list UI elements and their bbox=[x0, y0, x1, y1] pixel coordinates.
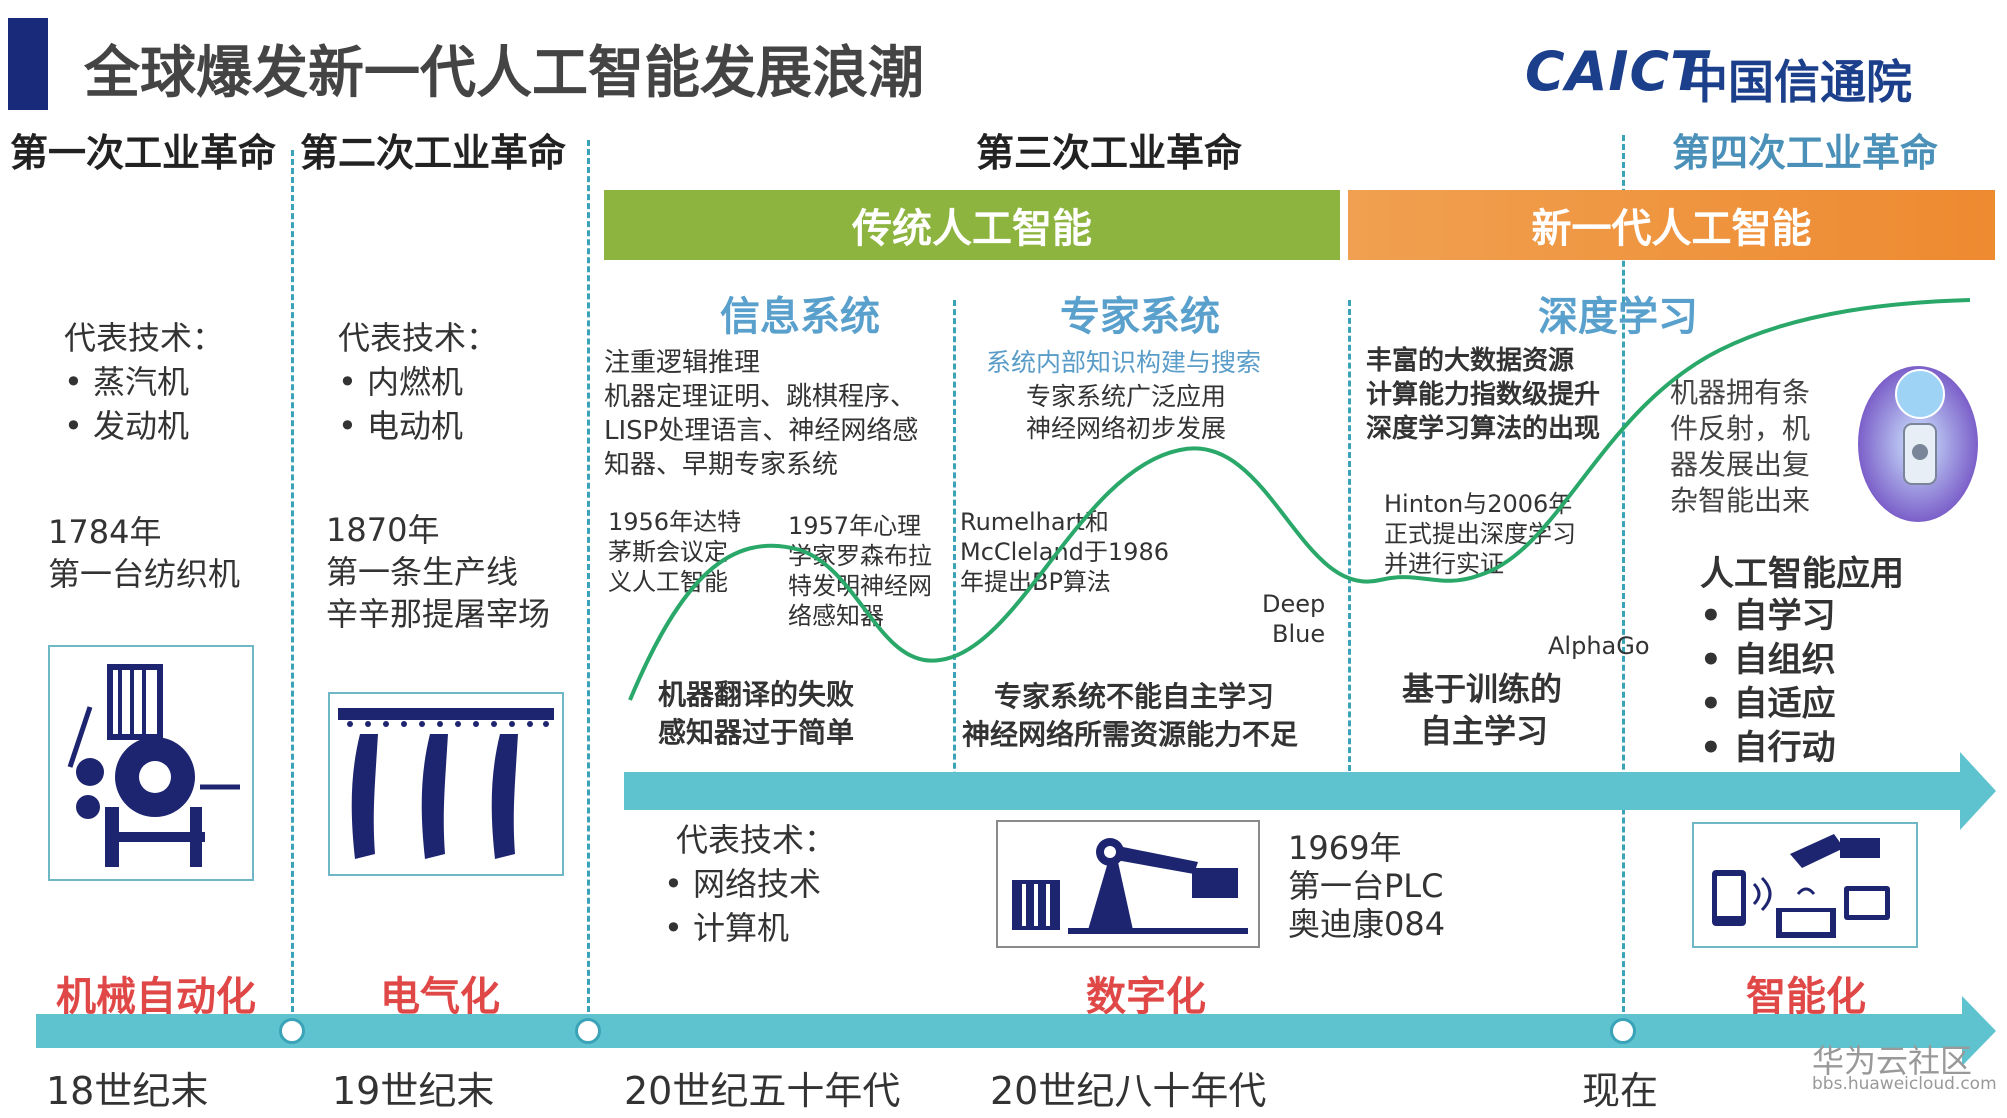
ai-app-2: • 自组织 bbox=[1700, 640, 1836, 680]
new-ai-band: 新一代人工智能 bbox=[1348, 190, 1995, 260]
time-now: 现在 bbox=[1582, 1069, 1659, 1113]
era3-tech-2: • 计算机 bbox=[664, 909, 790, 947]
era1-year: 1784年 bbox=[48, 513, 162, 551]
era3-tech-1: • 网络技术 bbox=[664, 865, 822, 903]
deep-blue-line-2: Blue bbox=[1272, 620, 1326, 648]
era3-event-1: 第一台PLC bbox=[1288, 867, 1444, 905]
production-line-icon bbox=[338, 708, 554, 859]
stage-digitization: 数字化 bbox=[1086, 974, 1206, 1020]
era2-event-2: 辛辛那提屠宰场 bbox=[326, 595, 551, 633]
ai-timeline-arrowhead bbox=[1960, 752, 1996, 830]
caict-logo-en: CAICT bbox=[1525, 40, 1708, 103]
ai-timeline-arrow bbox=[624, 772, 1964, 810]
section-info-systems: 信息系统 bbox=[720, 294, 880, 340]
self-learning-1: 基于训练的 bbox=[1402, 670, 1563, 708]
era2-tech-1: • 内燃机 bbox=[338, 363, 464, 401]
self-learning-2: 自主学习 bbox=[1420, 712, 1549, 750]
event-1956-line-1: 1956年达特 bbox=[608, 508, 742, 536]
deep-line-1: 丰富的大数据资源 bbox=[1366, 346, 1575, 376]
event-1957-line-1: 1957年心理 bbox=[788, 512, 922, 540]
era4-desc-2: 件反射，机 bbox=[1670, 412, 1811, 445]
time-19c: 19世纪末 bbox=[332, 1069, 495, 1113]
divider-era-2-3 bbox=[587, 140, 590, 1030]
info-line-2: 机器定理证明、跳棋程序、 bbox=[604, 382, 917, 412]
era2-year: 1870年 bbox=[326, 511, 440, 549]
alphago-label: AlphaGo bbox=[1548, 632, 1650, 660]
info-line-4: 知器、早期专家系统 bbox=[604, 450, 839, 480]
traditional-ai-label: 传统人工智能 bbox=[852, 206, 1092, 252]
info-line-1: 注重逻辑推理 bbox=[604, 348, 761, 378]
info-line-3: LISP处理语言、神经网络感 bbox=[604, 416, 919, 446]
hinton-line-1: Hinton与2006年 bbox=[1384, 490, 1573, 518]
new-ai-label: 新一代人工智能 bbox=[1531, 206, 1812, 252]
time-1950s: 20世纪五十年代 bbox=[624, 1069, 901, 1113]
era2-tech-2: • 电动机 bbox=[338, 407, 464, 445]
page-title: 全球爆发新一代人工智能发展浪潮 bbox=[84, 41, 924, 106]
time-18c: 18世纪末 bbox=[46, 1069, 209, 1113]
deep-blue-line-1: Deep bbox=[1262, 590, 1326, 618]
caict-logo-cn: 中国信通院 bbox=[1682, 55, 1912, 109]
stage-electrification: 电气化 bbox=[380, 974, 500, 1020]
era4-desc-3: 器发展出复 bbox=[1670, 448, 1811, 481]
huaweicloud-watermark-url: bbs.huaweicloud.com bbox=[1812, 1074, 1997, 1094]
event-1956-line-2: 茅斯会议定 bbox=[608, 538, 728, 566]
spinning-machine-icon bbox=[67, 664, 240, 867]
smart-devices-icon bbox=[1712, 834, 1890, 938]
divider-era-1-2 bbox=[291, 150, 294, 1030]
robot-image bbox=[1854, 354, 1982, 524]
era4-desc-4: 杂智能出来 bbox=[1670, 484, 1811, 517]
industrial-robot-icon bbox=[1012, 838, 1248, 934]
expert-failure-2: 神经网络所需资源能力不足 bbox=[962, 718, 1299, 751]
expert-line-1: 系统内部知识构建与搜索 bbox=[986, 348, 1262, 377]
industrial-robot-image bbox=[996, 820, 1260, 948]
timeline-node-1950s bbox=[575, 1018, 601, 1044]
divider-expert-deep bbox=[1348, 300, 1351, 780]
era-2-label: 第二次工业革命 bbox=[300, 131, 567, 175]
era1-tech-2: • 发动机 bbox=[64, 407, 190, 445]
era1-tech-label: 代表技术： bbox=[64, 319, 225, 357]
divider-era-3-4 bbox=[1622, 135, 1625, 1030]
section-expert-systems: 专家系统 bbox=[1060, 294, 1220, 340]
info-failure-2: 感知器过于简单 bbox=[658, 716, 855, 749]
ai-app-1: • 自学习 bbox=[1700, 596, 1836, 636]
traditional-ai-band: 传统人工智能 bbox=[604, 190, 1340, 260]
era2-event-1: 第一条生产线 bbox=[326, 553, 519, 591]
expert-line-2: 专家系统广泛应用 bbox=[1026, 382, 1227, 411]
ai-app-title: 人工智能应用 bbox=[1700, 554, 1904, 594]
smart-devices-image bbox=[1692, 822, 1918, 948]
main-timeline-arrow bbox=[36, 1014, 1966, 1048]
deep-line-2: 计算能力指数级提升 bbox=[1366, 380, 1601, 410]
section-deep-learning: 深度学习 bbox=[1538, 294, 1698, 340]
huaweicloud-watermark: 华为云社区 bbox=[1812, 1042, 1973, 1080]
info-failure-1: 机器翻译的失败 bbox=[658, 678, 855, 711]
title-accent-bar bbox=[8, 18, 48, 110]
ai-development-curve bbox=[628, 298, 1971, 701]
era-3-label: 第三次工业革命 bbox=[976, 131, 1243, 175]
main-timeline-arrowhead bbox=[1962, 996, 1996, 1066]
stage-intelligence: 智能化 bbox=[1746, 974, 1866, 1020]
spinning-machine-image bbox=[48, 645, 254, 881]
era-1-label: 第一次工业革命 bbox=[10, 131, 277, 175]
timeline-node-19c bbox=[279, 1018, 305, 1044]
ai-app-3: • 自适应 bbox=[1700, 684, 1836, 724]
era3-event-2: 奥迪康084 bbox=[1288, 905, 1446, 943]
timeline-node-now bbox=[1610, 1018, 1636, 1044]
era2-tech-label: 代表技术： bbox=[338, 319, 499, 357]
robot-globe-icon bbox=[1858, 366, 1978, 522]
era-4-label: 第四次工业革命 bbox=[1672, 131, 1939, 175]
era4-desc-1: 机器拥有条 bbox=[1670, 376, 1811, 409]
divider-info-expert bbox=[953, 300, 956, 805]
expert-failure-1: 专家系统不能自主学习 bbox=[994, 680, 1275, 713]
era3-tech-label: 代表技术： bbox=[676, 821, 837, 859]
expert-line-3: 神经网络初步发展 bbox=[1026, 414, 1227, 443]
era3-year: 1969年 bbox=[1288, 829, 1402, 867]
production-line-image bbox=[328, 692, 564, 876]
stage-mechanization: 机械自动化 bbox=[56, 974, 256, 1020]
time-1980s: 20世纪八十年代 bbox=[990, 1069, 1267, 1113]
era1-tech-1: • 蒸汽机 bbox=[64, 363, 190, 401]
era1-event: 第一台纺织机 bbox=[48, 555, 241, 593]
ai-app-4: • 自行动 bbox=[1700, 728, 1836, 768]
event-1957-line-3: 特发明神经网 bbox=[788, 572, 932, 600]
deep-line-3: 深度学习算法的出现 bbox=[1366, 414, 1601, 444]
